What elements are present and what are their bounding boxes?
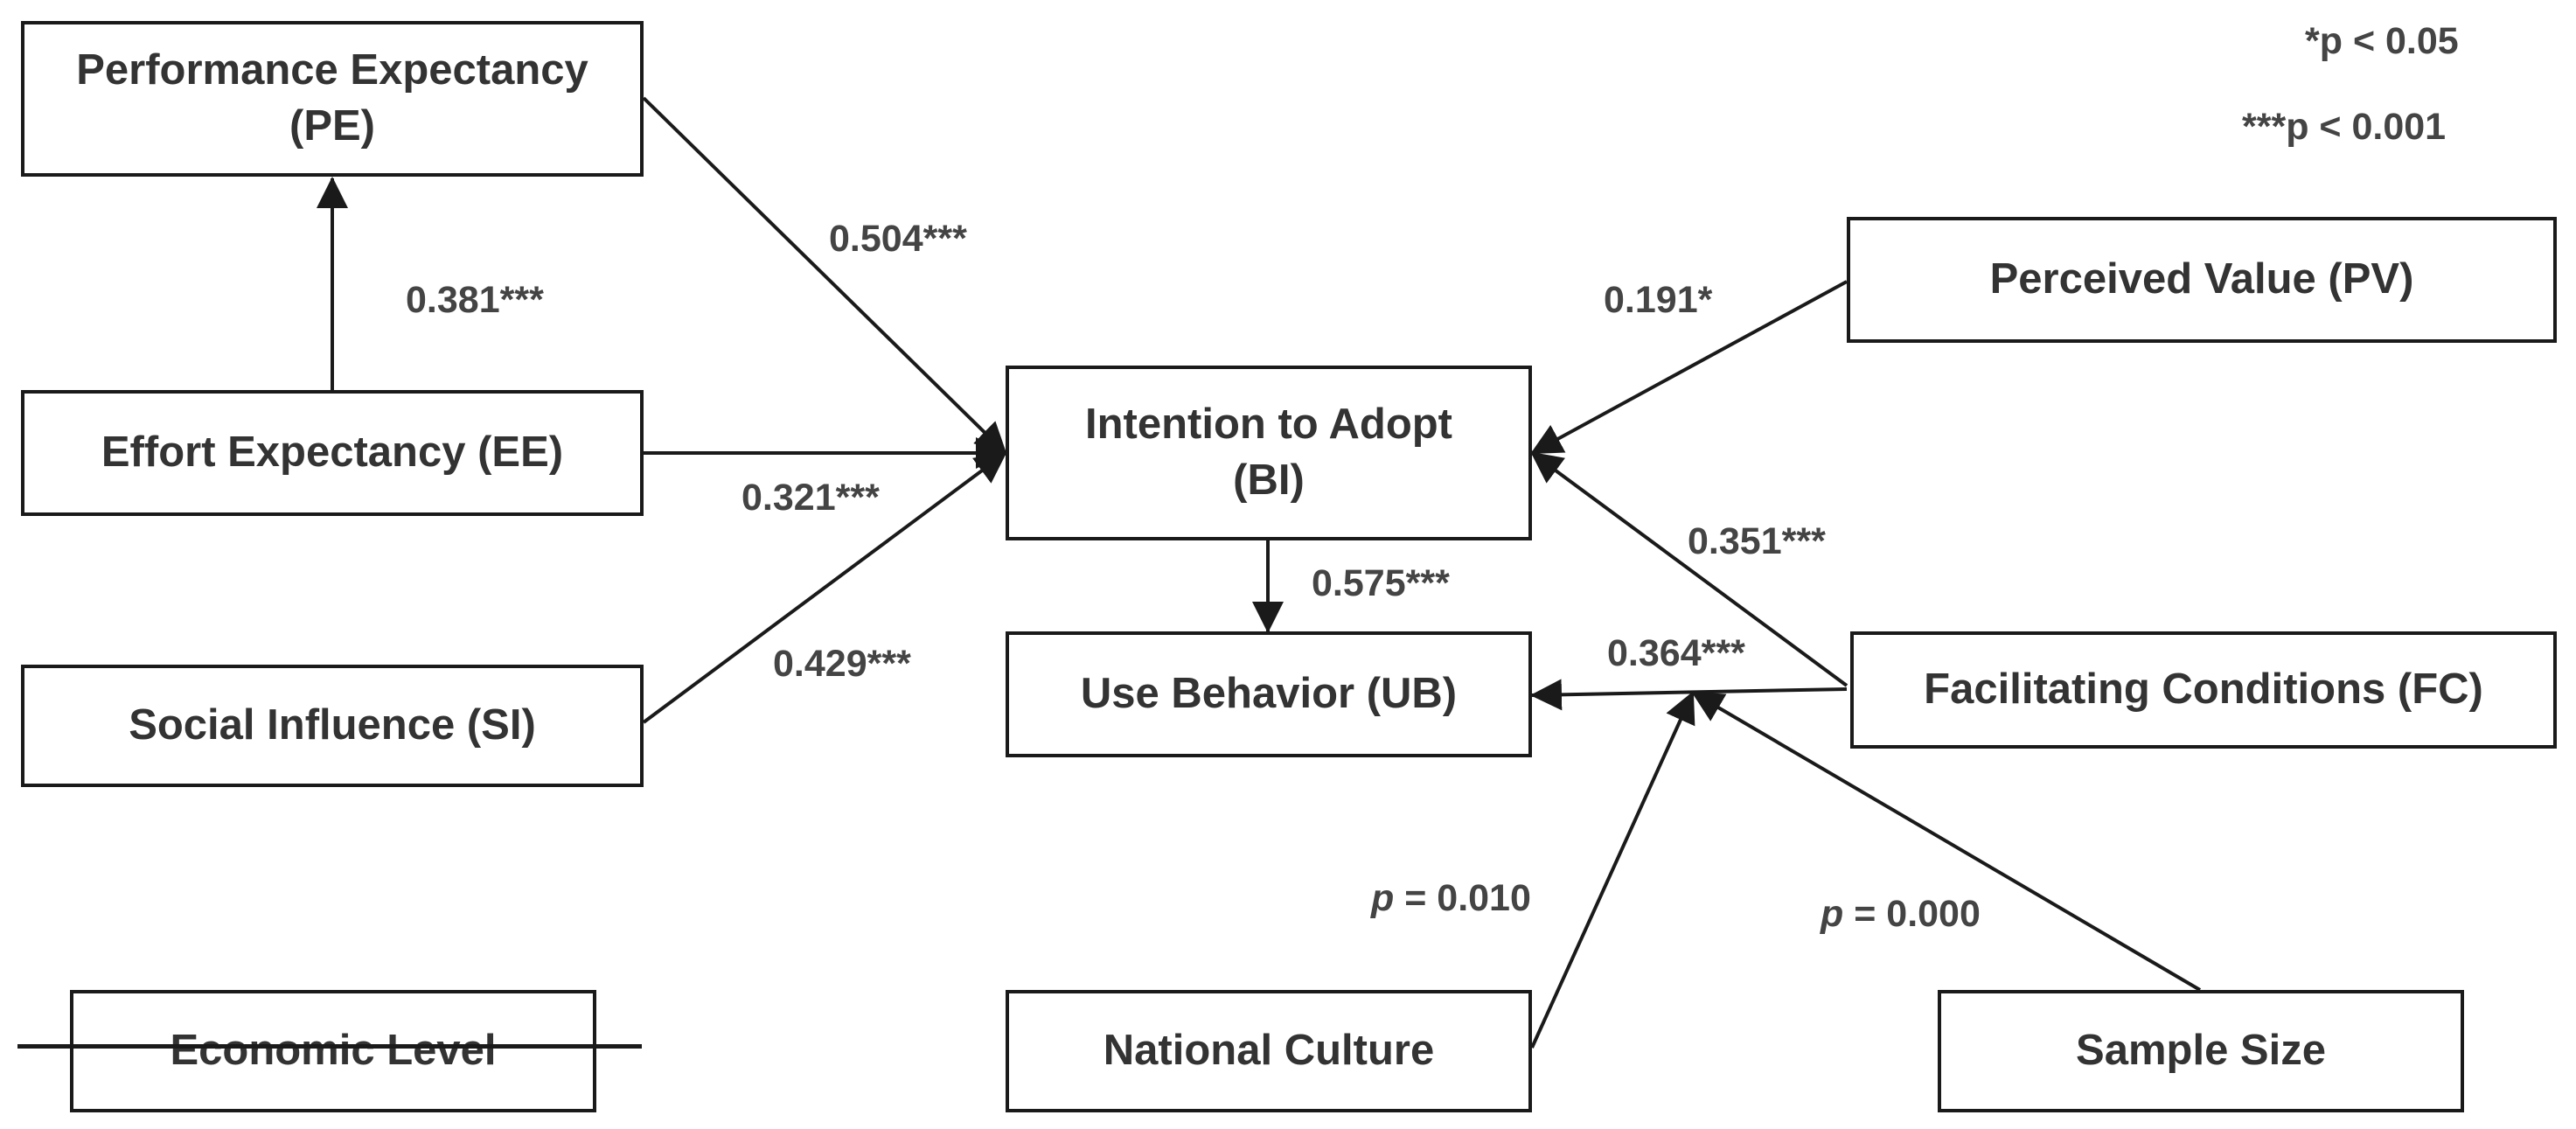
p-symbol: p [1821,893,1844,935]
node-national-culture: National Culture [1006,990,1532,1112]
node-facilitating-conditions: Facilitating Conditions (FC) [1850,631,2557,749]
coef-bi-ub: 0.575*** [1312,562,1450,604]
arrow-pe-to-bi [642,96,1007,455]
p-value: = 0.010 [1394,877,1531,919]
arrow-fc-to-bi [1530,451,1848,687]
arrow-pv-to-bi [1530,280,1848,455]
p-value: = 0.000 [1843,893,1981,935]
arrow-fc-to-ub [1530,679,1848,711]
node-social-influence: Social Influence (SI) [21,665,644,787]
legend-significance-05: *p < 0.05 [2305,20,2459,62]
node-intention-to-adopt: Intention to Adopt (BI) [1006,366,1532,540]
coef-fc-bi: 0.351*** [1688,520,1826,562]
arrow-sample-to-fc-ub [1691,691,2202,992]
p-value-sample-size: p = 0.000 [1821,896,1981,933]
node-perceived-value: Perceived Value (PV) [1847,217,2557,343]
p-symbol: p [1371,877,1395,919]
p-value-national-culture: p = 0.010 [1371,880,1531,917]
economic-level-strikethrough [17,1044,642,1049]
coef-si-bi: 0.429*** [773,643,911,685]
node-use-behavior: Use Behavior (UB) [1006,631,1532,757]
node-economic-level: Economic Level [70,990,596,1112]
coef-ee-bi: 0.321*** [741,477,880,519]
coef-pv-bi: 0.191* [1604,279,1713,321]
node-sample-size: Sample Size [1938,990,2464,1112]
node-effort-expectancy: Effort Expectancy (EE) [21,390,644,516]
coef-fc-ub: 0.364*** [1607,632,1745,674]
coef-pe-bi: 0.504*** [829,218,967,260]
node-performance-expectancy: Performance Expectancy (PE) [21,21,644,177]
coef-ee-pe: 0.381*** [406,279,544,321]
arrow-culture-to-fc-ub [1530,691,1695,1049]
arrow-si-to-bi [642,451,1007,724]
legend-significance-001: ***p < 0.001 [2242,106,2447,148]
